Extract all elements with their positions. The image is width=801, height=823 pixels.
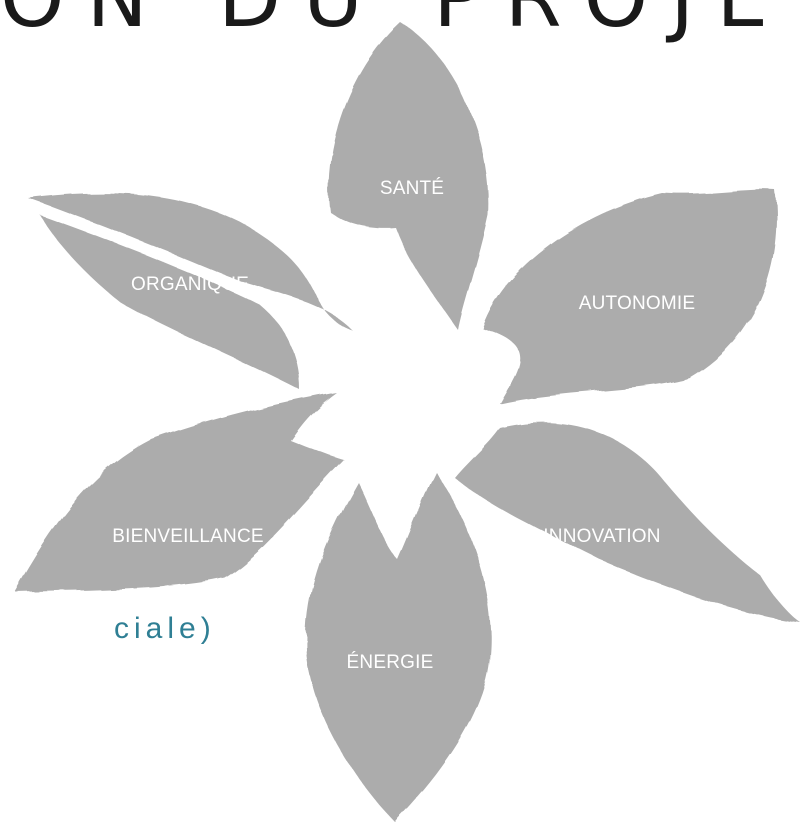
petal-label-autonomie: AUTONOMIE xyxy=(578,293,696,314)
subtitle-fragment: ciale) xyxy=(114,612,216,645)
petal-label-innovation: INNOVATION xyxy=(543,526,661,547)
petal-bienveillance xyxy=(15,392,344,592)
petal-energie xyxy=(305,472,491,822)
petal-label-organique: ORGANIQUE xyxy=(131,274,249,295)
petal-autonomie xyxy=(482,189,777,404)
petal-organique xyxy=(28,193,352,390)
petal-sante xyxy=(328,22,489,330)
petal-label-energie: ÉNERGIE xyxy=(346,652,434,673)
petal-label-bienveillance: BIENVEILLANCE xyxy=(112,526,264,547)
petal-label-sante: SANTÉ xyxy=(379,178,445,199)
petal-innovation xyxy=(455,422,800,622)
